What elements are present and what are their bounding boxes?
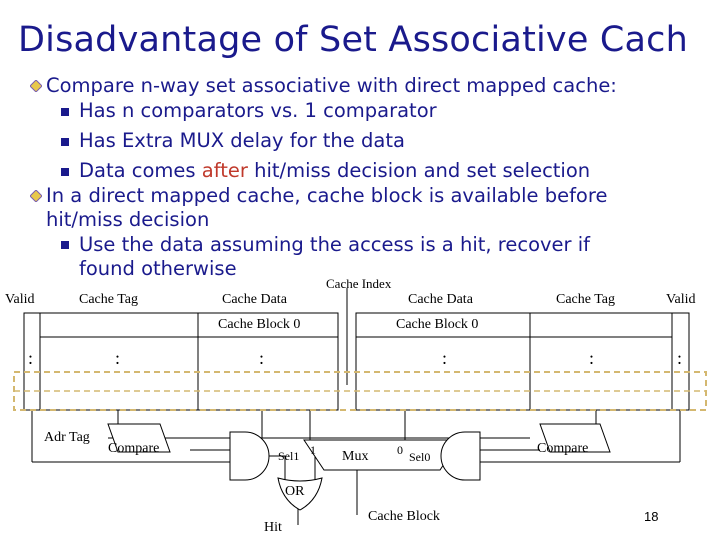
dots-valid-left: : bbox=[28, 348, 34, 368]
compare-left-shape bbox=[107, 423, 171, 453]
or-label: OR bbox=[285, 484, 305, 499]
dots-tag-right: : bbox=[589, 348, 595, 368]
bullet-2-sub-1-line-2: found otherwise bbox=[79, 257, 237, 280]
or-gate bbox=[277, 477, 323, 511]
cache-data-left-label: Cache Data bbox=[222, 292, 287, 307]
bullet-2-sub-1-line-1: Use the data assuming the access is a hi… bbox=[79, 233, 591, 256]
dots-data-right: : bbox=[442, 348, 448, 368]
sel1-label: Sel1 bbox=[278, 449, 300, 463]
bullet-1-sub-3: Data comes after hit/miss decision and s… bbox=[79, 159, 590, 183]
sel0-label: Sel0 bbox=[409, 450, 431, 464]
left-way-array bbox=[39, 312, 339, 411]
compare-left-label: Compare bbox=[108, 441, 160, 456]
bullet-1-sub-2: Has Extra MUX delay for the data bbox=[79, 129, 405, 152]
and-gate-left bbox=[229, 431, 270, 481]
cache-block0-right-label: Cache Block 0 bbox=[396, 317, 479, 332]
dots-data-left: : bbox=[259, 348, 265, 368]
valid-right-label: Valid bbox=[666, 292, 696, 307]
bullet-1-sub-1: Has n comparators vs. 1 comparator bbox=[79, 99, 437, 122]
compare-right-label: Compare bbox=[537, 441, 589, 456]
bullet-diamond-icon bbox=[30, 190, 42, 202]
square-bullet-icon bbox=[61, 241, 69, 249]
sub-3-text-pre: Data comes bbox=[79, 159, 202, 182]
cache-tag-left-label: Cache Tag bbox=[79, 292, 139, 307]
sub-3-highlight: after bbox=[201, 159, 248, 182]
valid-left-label: Valid bbox=[5, 292, 35, 307]
dots-valid-right: : bbox=[677, 348, 683, 368]
mux-input-1-label: 1 bbox=[310, 443, 316, 457]
cache-index-label: Cache Index bbox=[326, 276, 392, 291]
square-bullet-icon bbox=[61, 108, 69, 116]
mux-shape bbox=[303, 439, 461, 471]
bullet-2-line-1: In a direct mapped cache, cache block is… bbox=[46, 184, 608, 207]
page-number: 18 bbox=[644, 509, 659, 524]
slide-title: Disadvantage of Set Associative Cach bbox=[18, 20, 688, 60]
adr-tag-label: Adr Tag bbox=[44, 430, 90, 445]
dots-tag-left: : bbox=[115, 348, 121, 368]
bullet-2-line-2: hit/miss decision bbox=[46, 208, 210, 231]
square-bullet-icon bbox=[61, 168, 69, 176]
bullet-1: Compare n-way set associative with direc… bbox=[46, 74, 617, 97]
mux-input-0-label: 0 bbox=[397, 443, 403, 457]
compare-right-shape bbox=[539, 423, 611, 453]
mux-label: Mux bbox=[342, 449, 369, 464]
bullet-diamond-icon bbox=[30, 80, 42, 92]
cache-data-right-label: Cache Data bbox=[408, 292, 473, 307]
cache-tag-right-label: Cache Tag bbox=[556, 292, 616, 307]
cache-block0-left-label: Cache Block 0 bbox=[218, 317, 301, 332]
hit-label: Hit bbox=[264, 520, 282, 535]
sub-3-text-post: hit/miss decision and set selection bbox=[247, 159, 591, 182]
cache-block-label: Cache Block bbox=[368, 509, 440, 524]
and-gate-right bbox=[440, 431, 481, 481]
square-bullet-icon bbox=[61, 138, 69, 146]
